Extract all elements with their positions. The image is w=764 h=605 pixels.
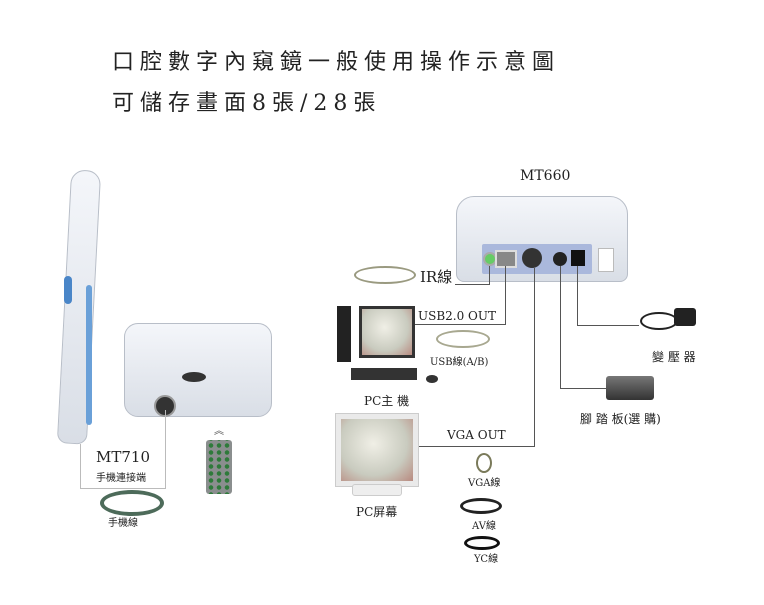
mt710-label: MT710 — [96, 448, 150, 466]
usb-cable-image — [436, 330, 490, 348]
remote-control — [206, 440, 232, 494]
signal-icon: ︽ — [214, 426, 224, 437]
mt710-logo — [182, 372, 206, 382]
vga-cable-image — [476, 453, 492, 473]
mt710-device — [124, 323, 272, 417]
pc-screen-monitor — [336, 414, 418, 486]
title-line2: 可儲存畫面8張/28張 — [112, 91, 382, 116]
pc-screen-stand — [352, 484, 402, 496]
adapter-label: 變 壓 器 — [652, 350, 696, 364]
handpiece-cable-image — [100, 490, 164, 516]
vga-cable-label: VGA線 — [468, 478, 501, 489]
mt660-label: MT660 — [520, 168, 571, 184]
pc-mouse — [426, 375, 438, 383]
yc-cable-label: YC線 — [474, 554, 499, 565]
foot-pedal-image — [606, 376, 654, 400]
handpiece-buttons — [64, 276, 72, 304]
yc-cable-image — [464, 536, 500, 550]
power-switch — [598, 248, 614, 272]
handpiece-stripe — [86, 285, 92, 425]
pc-monitor — [359, 306, 415, 358]
pc-keyboard — [351, 368, 417, 380]
av-cable-image — [460, 498, 502, 514]
pc-host-label: PC主 機 — [364, 394, 410, 408]
foot-pedal-label: 腳 踏 板(選 購) — [580, 412, 661, 426]
power-adapter-image — [674, 308, 696, 326]
intraoral-camera-handpiece — [56, 169, 102, 445]
av-cable-label: AV線 — [472, 521, 496, 532]
power-jack — [571, 250, 585, 266]
vga-out-label: VGA OUT — [447, 428, 506, 442]
usb-out-label: USB2.0 OUT — [418, 309, 497, 323]
ir-cable-label: IR線 — [420, 268, 453, 286]
pc-tower — [337, 306, 351, 362]
handpiece-cable-label: 手機線 — [108, 518, 138, 529]
pc-screen-label: PC屏幕 — [356, 505, 398, 519]
svideo-port — [522, 248, 542, 268]
usb-port — [495, 250, 517, 268]
ir-cable-image — [354, 266, 416, 284]
usb-cable-label: USB線(A/B) — [430, 357, 489, 368]
capture-jack — [553, 252, 567, 266]
adapter-cord — [640, 312, 678, 330]
handpiece-port-label: 手機連接端 — [96, 473, 146, 484]
title-line1: 口腔數字內窺鏡一般使用操作示意圖 — [112, 50, 561, 75]
